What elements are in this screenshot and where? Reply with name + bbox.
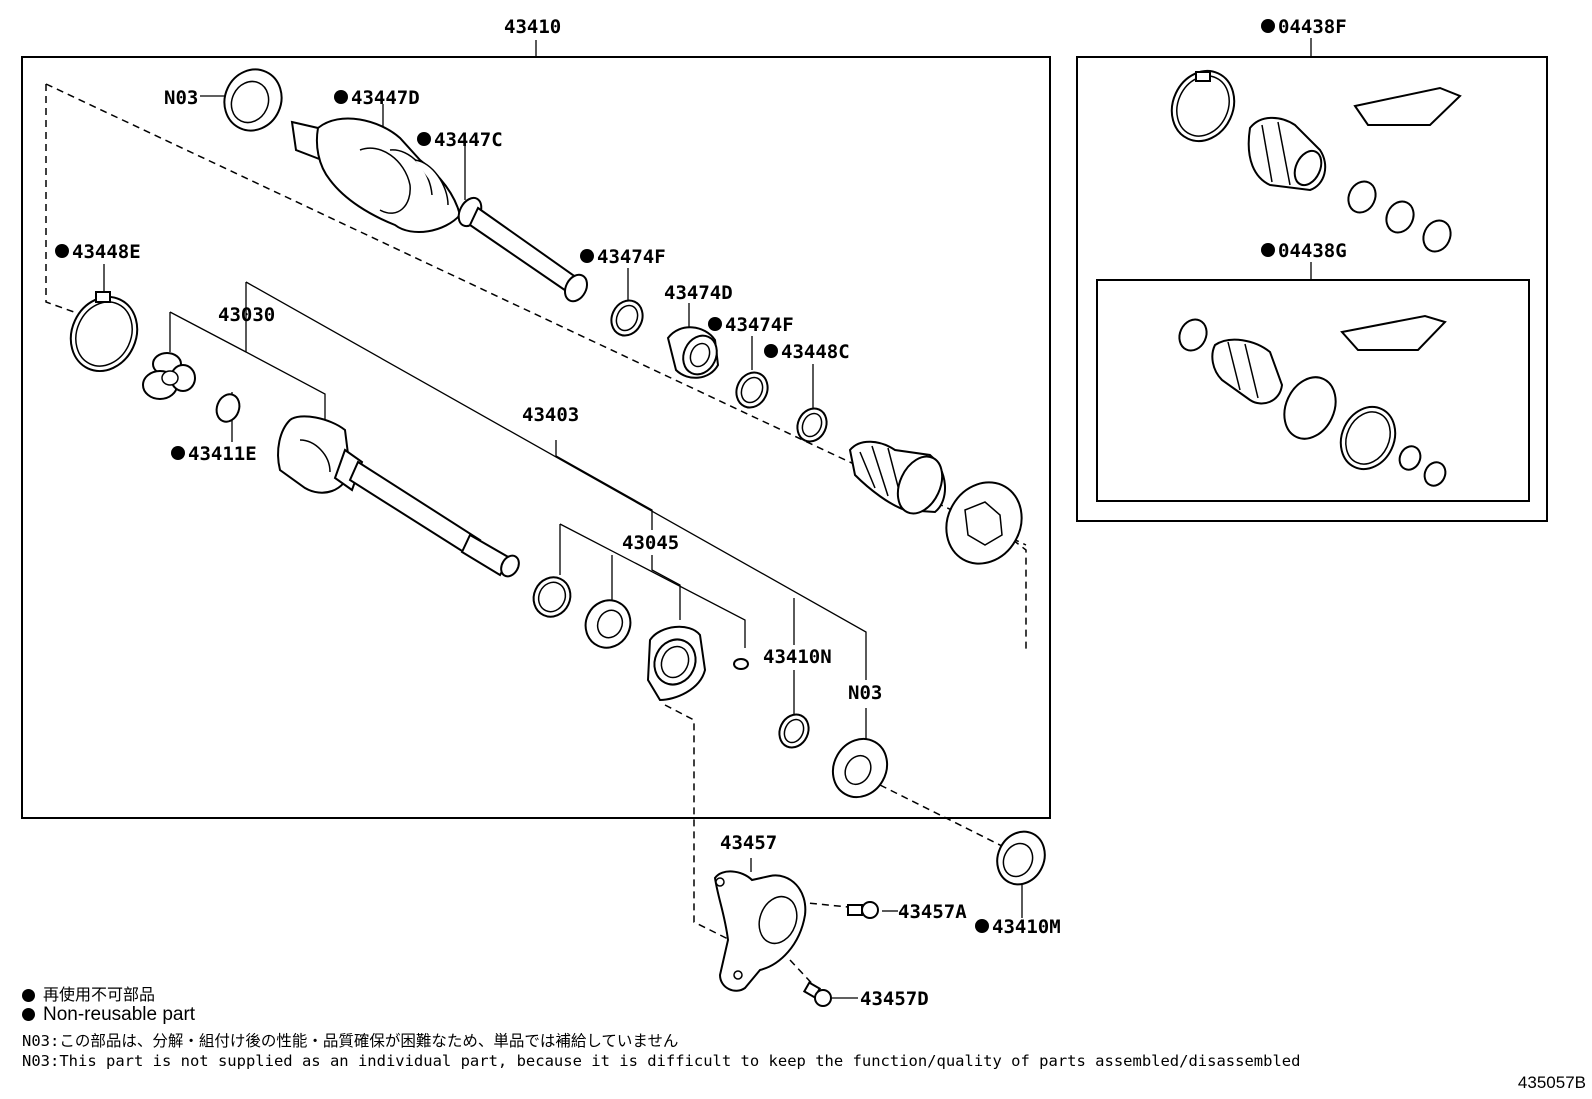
label-43457A: 43457A	[898, 901, 967, 923]
grease-pack-g	[1340, 314, 1447, 351]
non-reusable-dot	[975, 919, 989, 933]
kit-04438F-parts	[1170, 69, 1462, 253]
label-43403: 43403	[522, 404, 579, 426]
bracket-43457	[713, 870, 807, 992]
label-43447C: 43447C	[434, 129, 503, 151]
non-reusable-dot	[334, 90, 348, 104]
outer-shaft	[468, 206, 582, 297]
label-04438F: 04438F	[1278, 16, 1347, 38]
inner-boot	[848, 440, 947, 515]
kit-04438G-parts	[1178, 314, 1447, 487]
legend-en-text: Non-reusable part	[43, 1004, 196, 1025]
assembly-frame-43410	[21, 56, 1051, 819]
non-reusable-dot-icon	[22, 1008, 35, 1022]
label-n03-bottom: N03	[848, 682, 882, 704]
non-reusable-dot	[171, 446, 185, 460]
non-reusable-dot	[580, 249, 594, 263]
label-43448C: 43448C	[781, 341, 850, 363]
non-reusable-dot	[55, 244, 69, 258]
label-43410M: 43410M	[992, 916, 1061, 938]
note-n03-jp: N03:この部品は、分解・組付け後の性能・品質確保が困難なため、単品では補給して…	[22, 1032, 679, 1050]
label-43045: 43045	[622, 532, 679, 554]
label-43457D: 43457D	[860, 988, 929, 1010]
illustration-reference: 435057B	[1517, 1073, 1586, 1092]
non-reusable-dot	[1261, 19, 1275, 33]
note-n03-en: N03:This part is not supplied as an indi…	[22, 1052, 1301, 1070]
bolt-43457D	[802, 981, 832, 1007]
inner-joint-cover	[945, 481, 1023, 565]
label-43410N: 43410N	[763, 646, 832, 668]
tripod-joint	[142, 352, 196, 400]
label-43411E: 43411E	[188, 443, 257, 465]
kit-frame-04438F	[1076, 56, 1548, 522]
bearing-bracket	[646, 625, 707, 702]
label-43474D: 43474D	[664, 282, 733, 304]
snap-ring-43411E	[215, 393, 241, 423]
non-reusable-dot	[417, 132, 431, 146]
grease-pack-f	[1353, 86, 1462, 126]
label-43447D: 43447D	[351, 87, 420, 109]
label-43448E: 43448E	[72, 241, 141, 263]
label-43474F-a: 43474F	[597, 246, 666, 268]
label-43474F-b: 43474F	[725, 314, 794, 336]
outer-cv-joint	[290, 117, 589, 303]
non-reusable-dot	[708, 317, 722, 331]
inner-joint-housing	[277, 415, 520, 578]
label-n03-top: N03	[164, 87, 198, 109]
label-43457: 43457	[720, 832, 777, 854]
label-43410: 43410	[504, 16, 561, 38]
non-reusable-dot-icon	[22, 989, 35, 1002]
label-43030: 43030	[218, 304, 275, 326]
pin-43045	[733, 658, 749, 670]
legend-jp-text: 再使用不可部品	[43, 985, 156, 1004]
damper-43474D	[666, 326, 720, 379]
kit-frame-04438G	[1096, 279, 1530, 502]
bolt-43457A	[847, 901, 879, 919]
non-reusable-dot	[1261, 243, 1275, 257]
inner-shaft	[348, 460, 482, 558]
label-04438G: 04438G	[1278, 240, 1347, 262]
non-reusable-dot	[764, 344, 778, 358]
legend-row-jp: 再使用不可部品	[22, 981, 155, 1005]
legend-row-en: Non-reusable part	[22, 1004, 195, 1026]
